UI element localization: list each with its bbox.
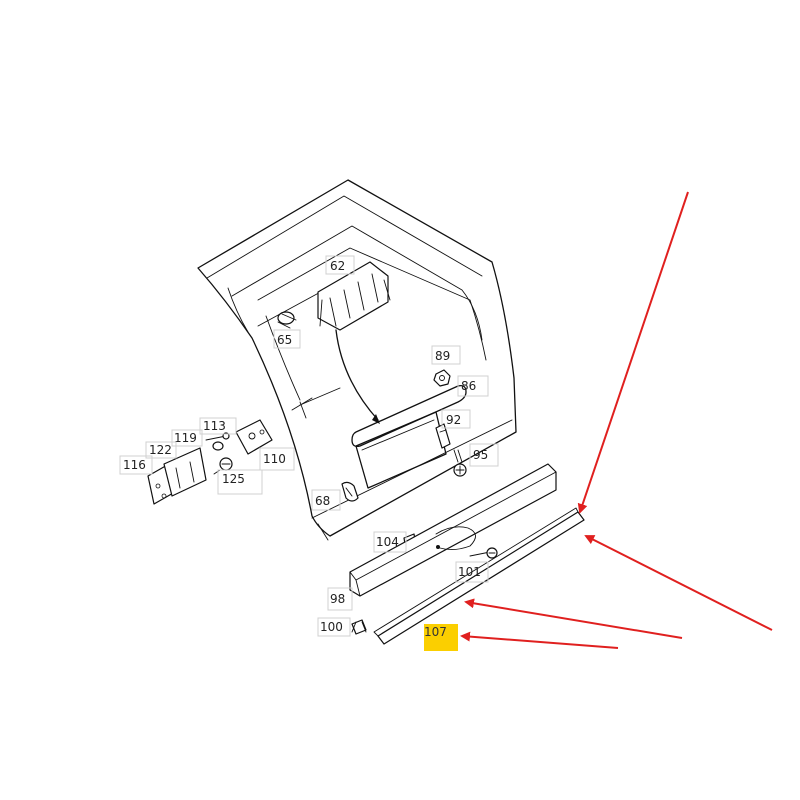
label-89-text: 89 <box>435 349 450 363</box>
part-92-clip <box>435 423 451 449</box>
label-95: 95 <box>469 443 499 467</box>
window-frame <box>257 247 487 401</box>
label-65-text: 65 <box>277 333 292 347</box>
part-100-clip <box>351 619 367 635</box>
label-107-highlight <box>424 624 458 651</box>
red-arrow-1 <box>577 191 689 514</box>
label-65: 65 <box>273 329 301 349</box>
label-122: 122 <box>145 441 177 459</box>
red-arrow-4 <box>460 631 619 649</box>
label-110-text: 110 <box>263 452 286 466</box>
part-125-bolt <box>213 457 233 475</box>
part-122-hinge-bracket <box>163 447 207 497</box>
part-107-molding-strip <box>373 507 585 645</box>
part-119-washer <box>212 441 224 451</box>
label-119-text: 119 <box>174 431 197 445</box>
label-68-text: 68 <box>315 494 330 508</box>
label-104: 104 <box>373 531 407 553</box>
red-arrow-3 <box>464 598 683 639</box>
label-101: 101 <box>455 561 489 583</box>
label-89: 89 <box>431 345 461 365</box>
label-92: 92 <box>441 409 471 429</box>
label-125: 125 <box>217 469 263 495</box>
license-plate-recess <box>355 411 447 489</box>
label-113: 113 <box>199 417 237 435</box>
cable-line <box>335 329 379 421</box>
label-107-highlighted: 107 <box>424 624 458 651</box>
label-62-text: 62 <box>330 259 345 273</box>
label-107-text: 107 <box>424 625 447 639</box>
label-119: 119 <box>171 429 203 447</box>
part-98-trim-bar <box>349 463 557 597</box>
label-100: 100 <box>317 617 351 637</box>
label-98-text: 98 <box>330 592 345 606</box>
handle-strip <box>351 384 467 448</box>
label-122-text: 122 <box>149 443 172 457</box>
label-101-text: 101 <box>458 565 481 579</box>
tailgate-panel <box>197 179 517 541</box>
red-arrow-2 <box>584 535 773 631</box>
label-86: 86 <box>457 375 489 397</box>
label-125-text: 125 <box>222 472 245 486</box>
part-113-hinge-part <box>235 419 273 455</box>
label-116-text: 116 <box>123 458 146 472</box>
label-68: 68 <box>311 489 341 511</box>
cable-arrowhead <box>372 414 380 424</box>
label-100-text: 100 <box>320 620 343 634</box>
label-110: 110 <box>259 447 295 471</box>
label-62: 62 <box>325 255 355 275</box>
label-95-text: 95 <box>473 448 488 462</box>
label-104-text: 104 <box>376 535 399 549</box>
label-92-text: 92 <box>446 413 461 427</box>
label-98: 98 <box>327 587 353 611</box>
label-116: 116 <box>119 455 153 475</box>
part-65-buffer <box>277 311 297 329</box>
part-62-bracket <box>317 261 391 331</box>
part-95-screw <box>453 449 467 477</box>
label-86-text: 86 <box>461 379 476 393</box>
part-101-screw <box>469 547 498 559</box>
label-113-text: 113 <box>203 419 226 433</box>
part-89-nut <box>433 369 451 387</box>
part-68-latch <box>341 481 359 502</box>
